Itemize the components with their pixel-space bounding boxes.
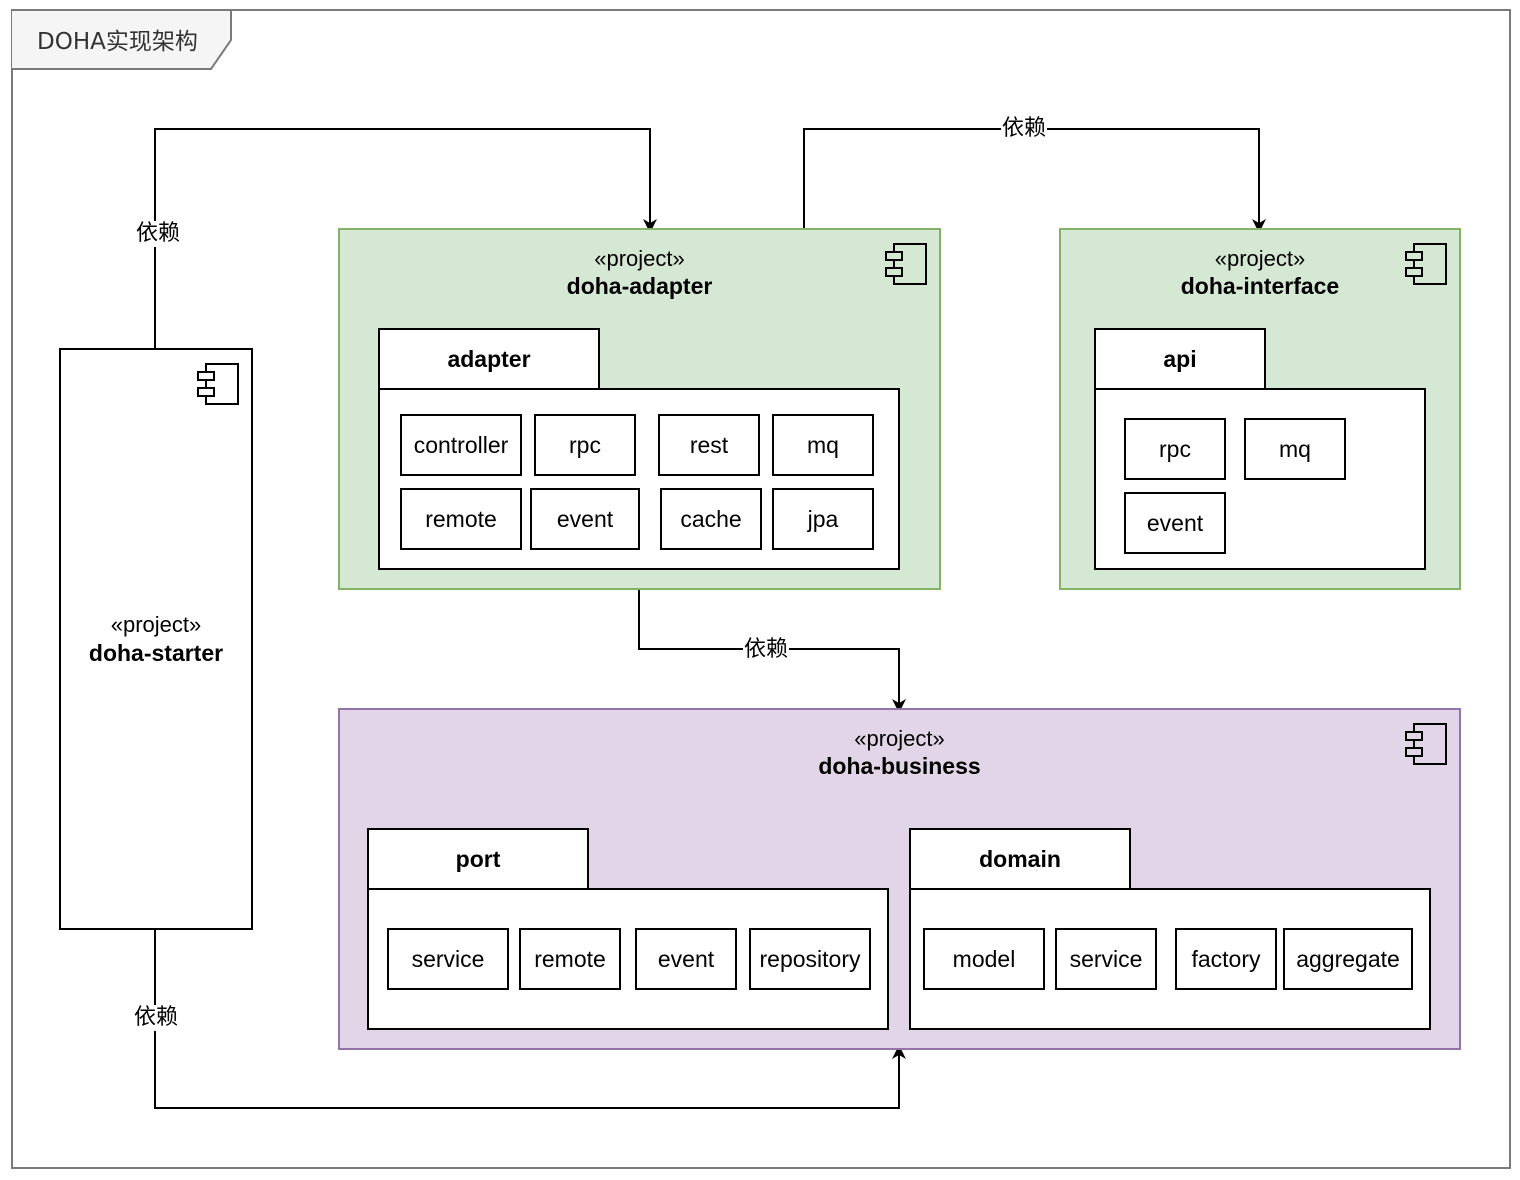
class-event[interactable]: event <box>635 928 737 990</box>
class-cache[interactable]: cache <box>660 488 762 550</box>
package-port-tab[interactable]: port <box>367 828 589 890</box>
stereotype-label: «project» <box>1214 246 1306 271</box>
class-jpa[interactable]: jpa <box>772 488 874 550</box>
class-mq[interactable]: mq <box>772 414 874 476</box>
class-service[interactable]: service <box>1055 928 1157 990</box>
class-rpc[interactable]: rpc <box>534 414 636 476</box>
edge-label: 依赖 <box>743 637 790 663</box>
diagram-frame <box>11 9 1511 1169</box>
class-event[interactable]: event <box>1124 492 1226 554</box>
component-icon <box>197 363 239 405</box>
class-service[interactable]: service <box>387 928 509 990</box>
component-icon <box>1405 243 1447 285</box>
component-name: doha-starter <box>88 640 224 666</box>
stereotype-label: «project» <box>110 612 202 637</box>
component-name: doha-interface <box>1180 273 1340 299</box>
component-icon <box>885 243 927 285</box>
edge-label: 依赖 <box>133 1005 180 1031</box>
class-remote[interactable]: remote <box>519 928 621 990</box>
class-rpc[interactable]: rpc <box>1124 418 1226 480</box>
class-repository[interactable]: repository <box>749 928 871 990</box>
component-name: doha-adapter <box>566 273 713 299</box>
package-api-tab[interactable]: api <box>1094 328 1266 390</box>
class-mq[interactable]: mq <box>1244 418 1346 480</box>
frame-title: DOHA实现架构 <box>37 29 198 55</box>
package-domain-tab[interactable]: domain <box>909 828 1131 890</box>
stereotype-label: «project» <box>854 726 945 751</box>
edge-adapter-to-interface <box>803 128 1266 233</box>
class-event[interactable]: event <box>530 488 640 550</box>
class-aggregate[interactable]: aggregate <box>1283 928 1413 990</box>
class-controller[interactable]: controller <box>400 414 522 476</box>
component-doha-starter[interactable]: «project» doha-starter <box>59 348 253 930</box>
class-model[interactable]: model <box>923 928 1045 990</box>
class-factory[interactable]: factory <box>1175 928 1277 990</box>
edge-label: 依赖 <box>135 221 182 247</box>
component-name: doha-business <box>818 753 981 779</box>
stereotype-label: «project» <box>594 246 685 271</box>
component-icon <box>1405 723 1447 765</box>
class-remote[interactable]: remote <box>400 488 522 550</box>
package-adapter-tab[interactable]: adapter <box>378 328 600 390</box>
edge-label: 依赖 <box>1001 116 1048 142</box>
class-rest[interactable]: rest <box>658 414 760 476</box>
